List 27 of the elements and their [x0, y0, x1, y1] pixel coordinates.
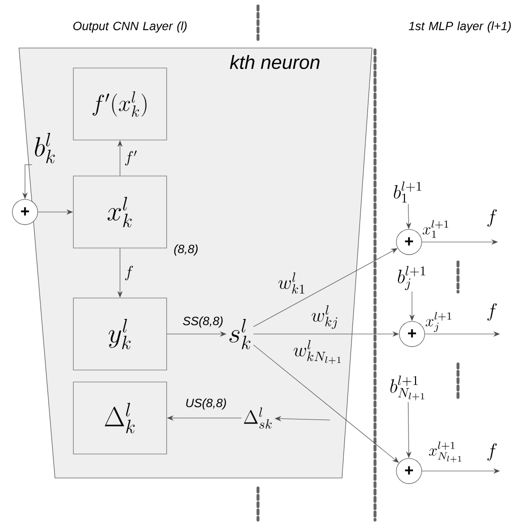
edge-label: $f$: [487, 209, 497, 227]
edge-label: $f$: [487, 303, 497, 321]
variable-label: $b_{N_{l+1}}^{l+1}$: [390, 376, 424, 400]
variable-label: $s_k^l$: [229, 318, 250, 350]
variable-label: $b_k^l$: [34, 132, 55, 164]
variable-label: $b_1^{l+1}$: [394, 181, 422, 203]
output-label: $x_1^{l+1}$: [422, 220, 448, 238]
edge-label: SS(8,8): [183, 316, 223, 328]
size-label: (8,8): [174, 244, 198, 256]
edge-label: $w_{k1}^l$: [278, 272, 304, 294]
variable-label: $b_j^{l+1}$: [398, 266, 426, 290]
arrow: [253, 344, 399, 463]
edge-label: $f$: [487, 443, 497, 461]
output-label: $x_{N_{l+1}}^{l+1}$: [429, 442, 462, 462]
process-box: $y_k^l$: [73, 298, 167, 370]
process-box: $f'(x_k^l)$: [73, 68, 167, 140]
edge-label: $f'$: [125, 150, 137, 166]
edge-label: $f$: [125, 266, 133, 280]
edge-label: $w_{kj}^l$: [312, 305, 338, 329]
variable-label: $\Delta_{sk}^l$: [244, 408, 272, 429]
process-box: $x_k^l$: [73, 176, 167, 248]
layer-title: Output CNN Layer (l): [73, 21, 187, 33]
edge-label: US(8,8): [186, 398, 226, 410]
edge-label: $w_{kN_{l+1}}^l$: [294, 340, 341, 364]
output-label: $x_j^{l+1}$: [426, 312, 452, 332]
layer-title: 1st MLP layer (l+1): [408, 21, 511, 33]
process-box: $\Delta_k^l$: [73, 382, 167, 454]
